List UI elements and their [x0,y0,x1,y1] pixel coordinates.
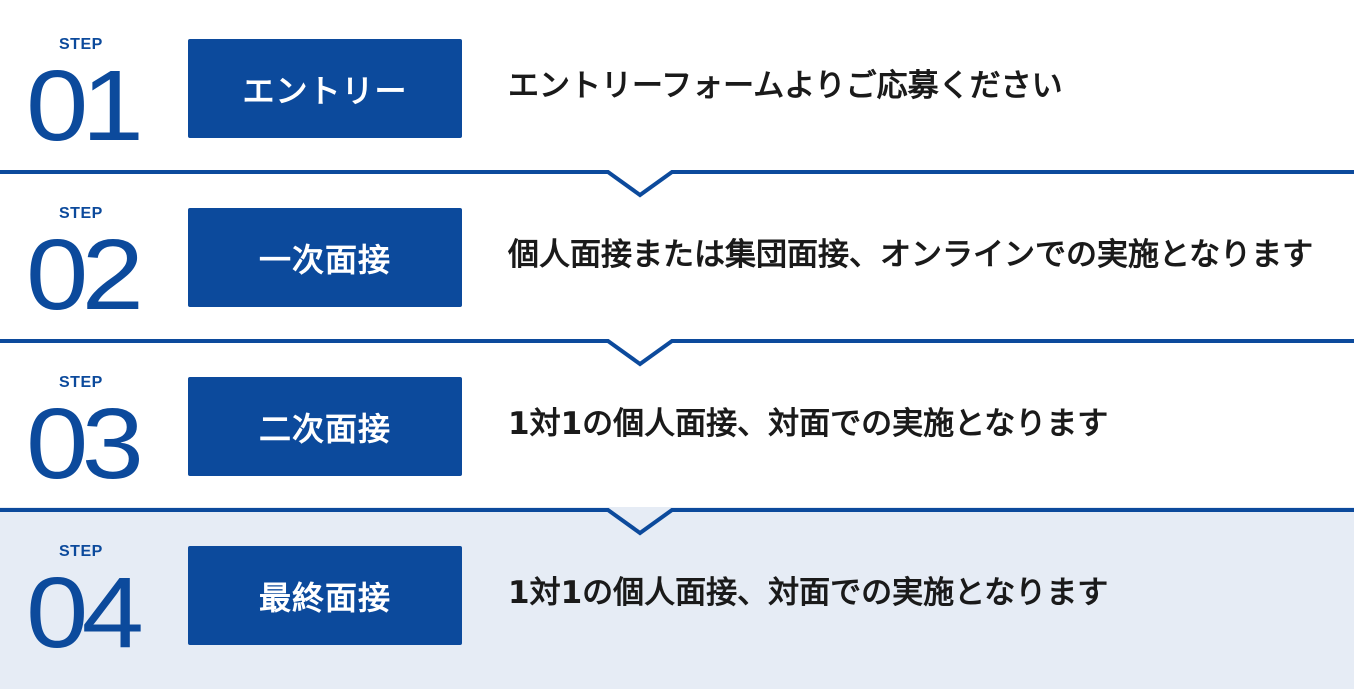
step-divider-arrow [0,508,1354,536]
divider-fill [0,510,1354,533]
step-label: STEP [59,36,103,53]
step-divider-arrow [0,170,1354,198]
step-03: STEP 03 二次面接 1対1の個人面接、対面での実施となります [0,338,1354,507]
step-title-box: 二次面接 [188,377,462,476]
chevron-down-icon [0,508,1354,536]
divider-fill [0,341,1354,364]
step-description: 個人面接または集団面接、オンラインでの実施となります [508,237,1314,273]
step-02: STEP 02 一次面接 個人面接または集団面接、オンラインでの実施となります [0,169,1354,338]
step-title-box: エントリー [188,39,462,138]
chevron-down-icon [0,339,1354,367]
step-label: STEP [59,205,103,222]
step-number: 02 [26,219,144,331]
step-label: STEP [59,374,103,391]
step-01: STEP 01 エントリー エントリーフォームよりご応募ください [0,0,1354,169]
step-number: 04 [26,557,144,669]
step-description: エントリーフォームよりご応募ください [508,68,1063,104]
step-description: 1対1の個人面接、対面での実施となります [508,575,1109,611]
divider-fill [0,172,1354,195]
step-label: STEP [59,543,103,560]
step-title-box: 最終面接 [188,546,462,645]
chevron-down-icon [0,170,1354,198]
step-description: 1対1の個人面接、対面での実施となります [508,406,1109,442]
step-title-box: 一次面接 [188,208,462,307]
step-number: 01 [26,50,144,162]
step-04: STEP 04 最終面接 1対1の個人面接、対面での実施となります [0,507,1354,689]
step-number: 03 [26,388,144,500]
step-divider-arrow [0,339,1354,367]
